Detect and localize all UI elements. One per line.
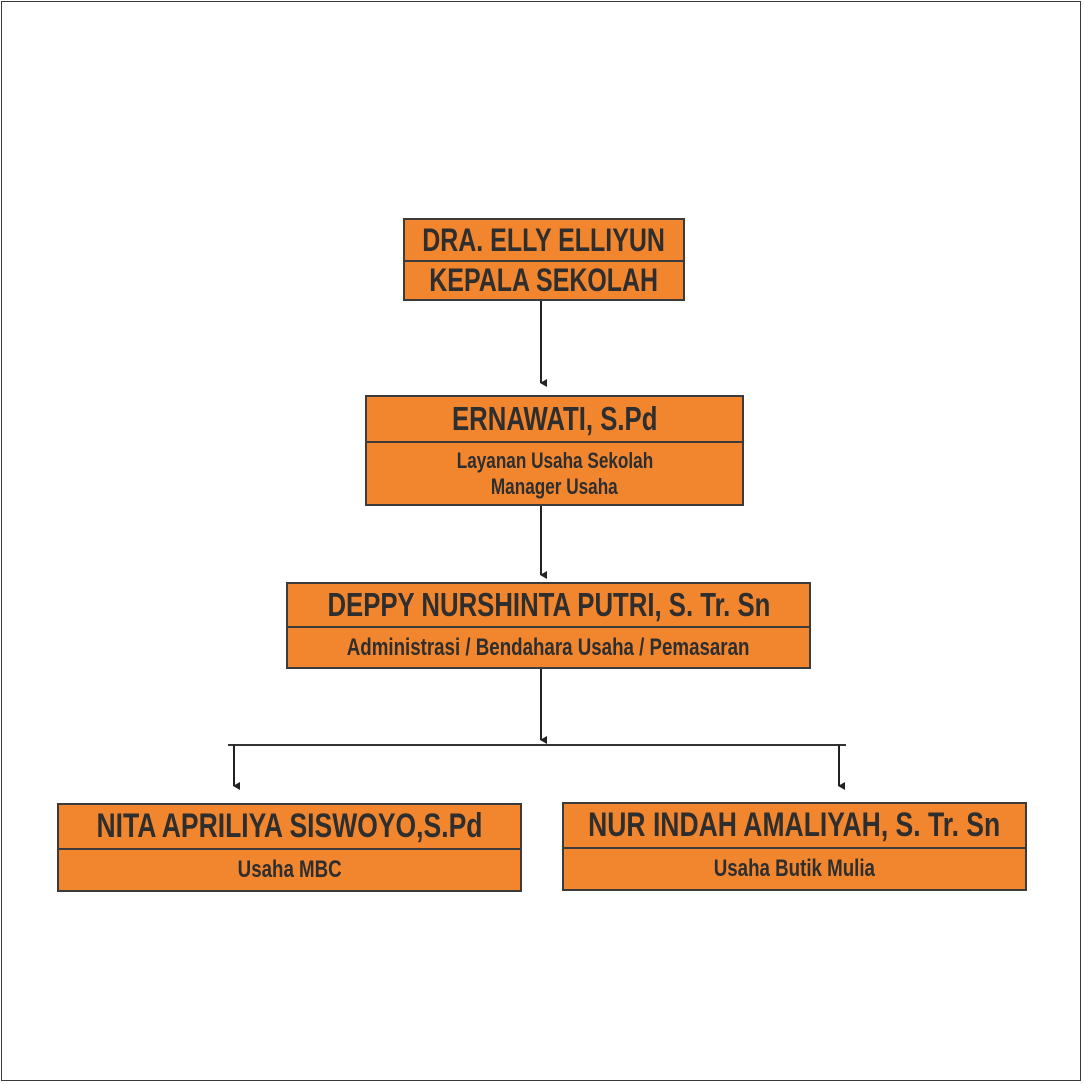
node-head: DRA. ELLY ELLIYUN KEPALA SEKOLAH	[403, 218, 685, 301]
node-head-role: KEPALA SEKOLAH	[429, 262, 659, 298]
node-manager: ERNAWATI, S.Pd Layanan Usaha Sekolah Man…	[365, 395, 744, 506]
node-butik: NUR INDAH AMALIYAH, S. Tr. Sn Usaha Buti…	[562, 802, 1027, 891]
node-manager-role-line2: Manager Usaha	[491, 473, 618, 499]
node-mbc-role: Usaha MBC	[237, 856, 342, 883]
node-manager-role-line1: Layanan Usaha Sekolah	[456, 447, 653, 473]
node-admin: DEPPY NURSHINTA PUTRI, S. Tr. Sn Adminis…	[286, 582, 811, 669]
node-admin-name: DEPPY NURSHINTA PUTRI, S. Tr. Sn	[327, 586, 770, 623]
node-mbc: NITA APRILIYA SISWOYO,S.Pd Usaha MBC	[57, 803, 522, 892]
node-head-name: DRA. ELLY ELLIYUN	[422, 221, 666, 258]
node-butik-name: NUR INDAH AMALIYAH, S. Tr. Sn	[588, 806, 1001, 844]
node-mbc-name: NITA APRILIYA SISWOYO,S.Pd	[96, 807, 483, 845]
node-admin-role: Administrasi / Bendahara Usaha / Pemasar…	[347, 633, 750, 661]
node-manager-name: ERNAWATI, S.Pd	[451, 400, 658, 437]
node-butik-role: Usaha Butik Mulia	[713, 855, 876, 882]
